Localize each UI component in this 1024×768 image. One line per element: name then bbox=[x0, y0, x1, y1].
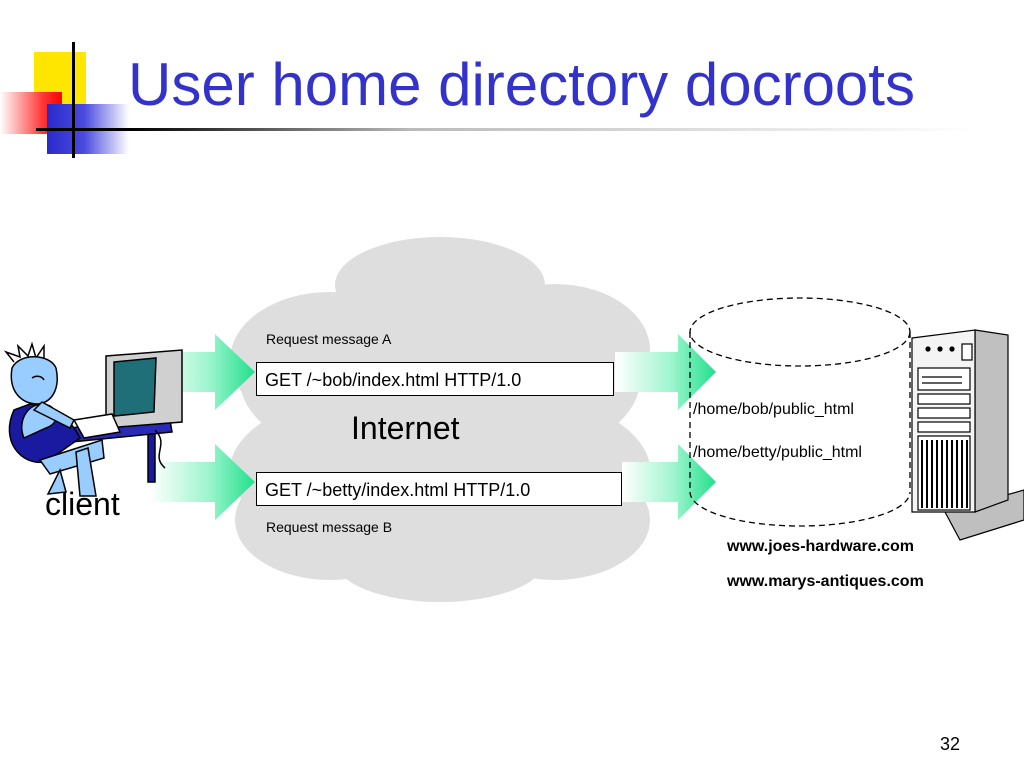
arrow-internet-to-server-a bbox=[615, 334, 716, 410]
domain-joes-hardware: www.joes-hardware.com bbox=[727, 538, 915, 555]
internet-label: Internet bbox=[351, 410, 460, 446]
page-number: 32 bbox=[940, 734, 961, 754]
request-a-message-box: GET /~bob/index.html HTTP/1.0 bbox=[256, 362, 614, 396]
server-path-bob: /home/bob/public_html bbox=[693, 401, 854, 418]
request-b-message-box: GET /~betty/index.html HTTP/1.0 bbox=[256, 472, 622, 506]
arrow-client-to-internet-b bbox=[150, 444, 255, 520]
deco-vertical-line bbox=[72, 42, 75, 158]
slide-title: User home directory docroots bbox=[128, 51, 915, 118]
docroot-cylinder bbox=[689, 297, 911, 527]
request-b-caption: Request message B bbox=[266, 519, 393, 535]
client-person-icon bbox=[3, 341, 105, 497]
server-icon bbox=[911, 329, 1024, 541]
server-path-betty: /home/betty/public_html bbox=[693, 444, 862, 461]
request-a-caption: Request message A bbox=[266, 331, 392, 347]
domain-marys-antiques: www.marys-antiques.com bbox=[727, 573, 924, 590]
client-computer-icon bbox=[67, 349, 183, 483]
title-underline bbox=[36, 128, 976, 131]
arrow-internet-to-server-b bbox=[622, 444, 716, 520]
client-label: client bbox=[45, 486, 120, 522]
